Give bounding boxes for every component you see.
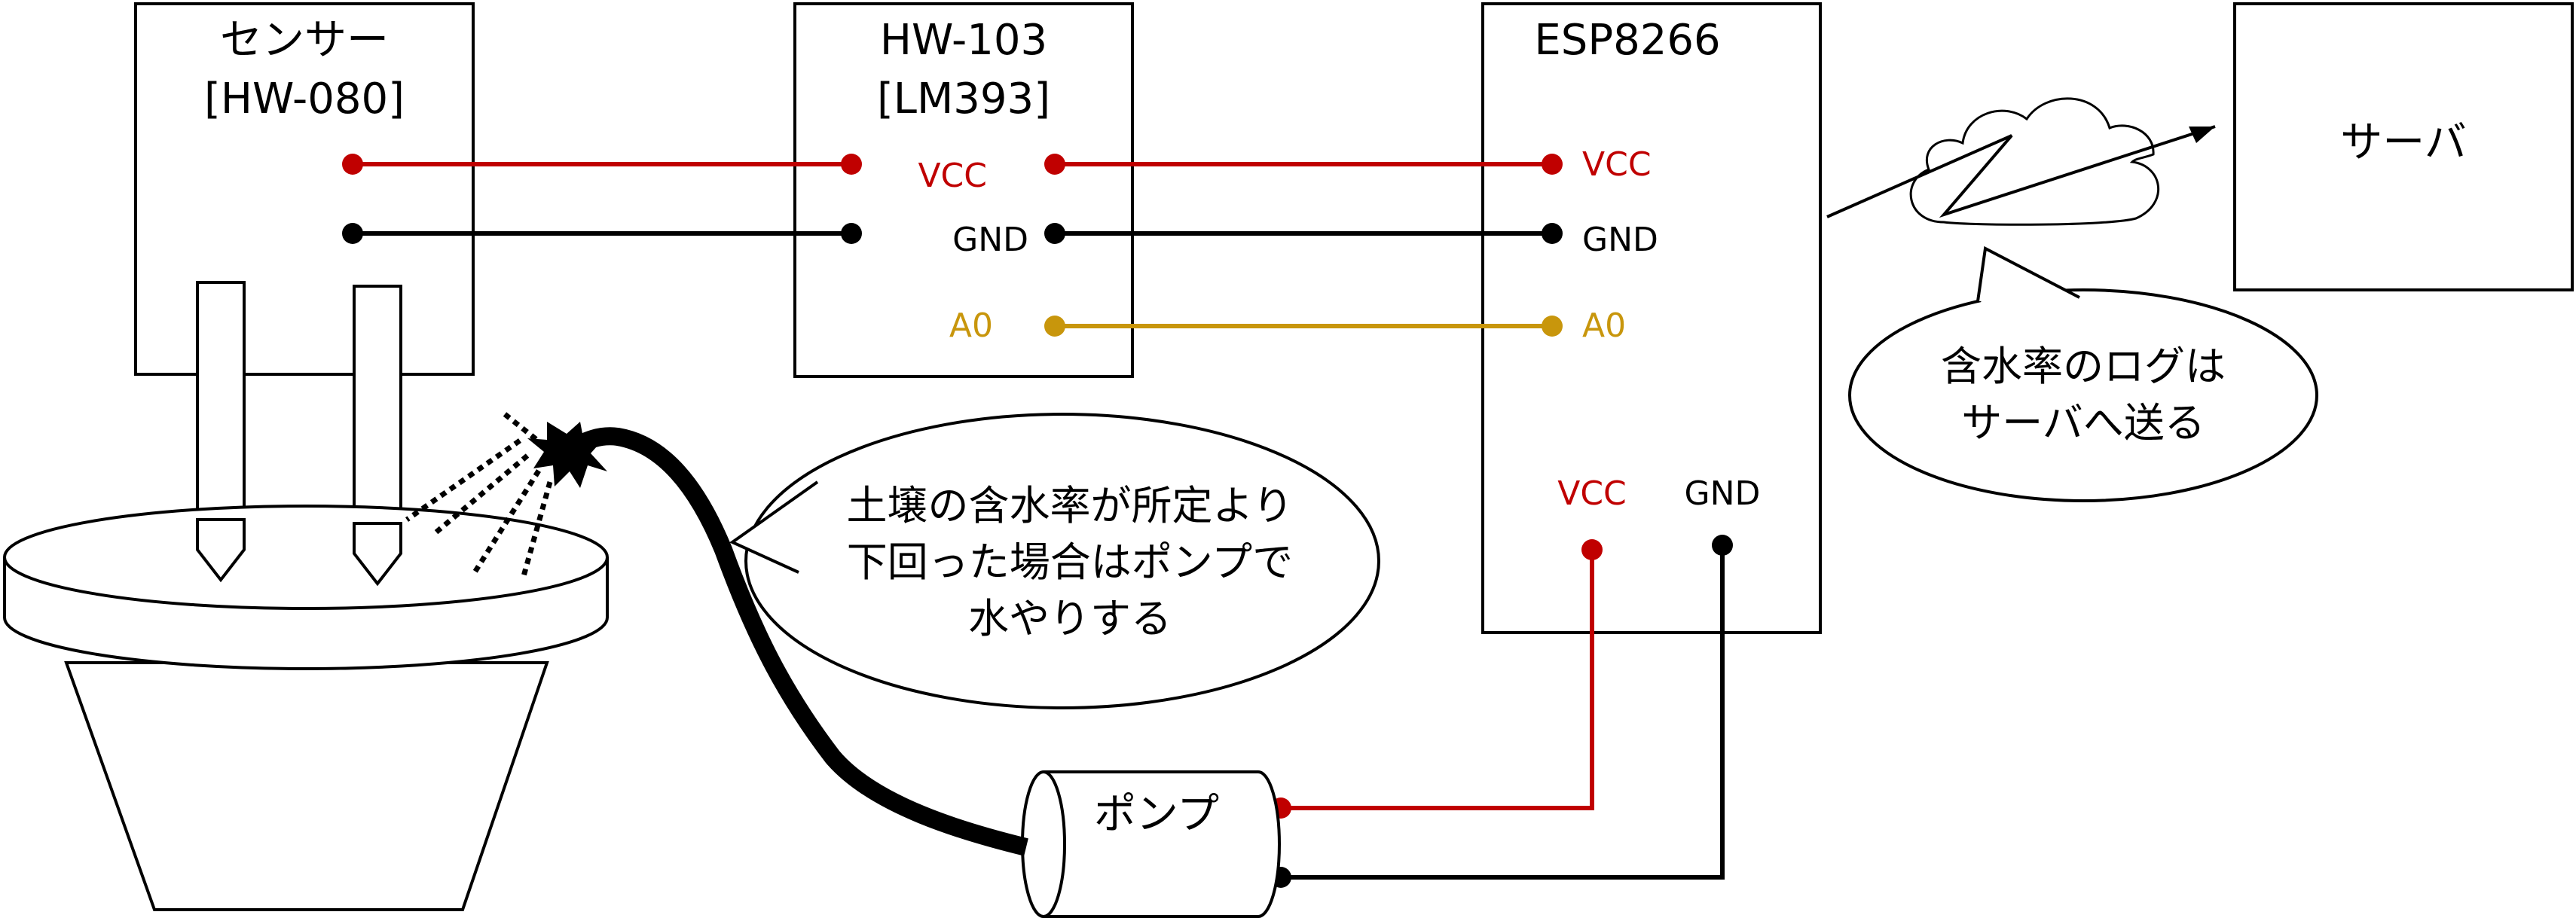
pump-end-cap: [1021, 770, 1066, 918]
wire-module-a0: [1044, 316, 1563, 337]
wire-endpoint: [1542, 223, 1563, 244]
wire-sensor-vcc: [342, 154, 862, 175]
mcu-vcc-label: VCC: [1582, 145, 1652, 184]
pot-body: [64, 661, 549, 911]
wire-endpoint: [342, 223, 363, 244]
wire-module-gnd: [1044, 223, 1563, 244]
wire-module-vcc: [1044, 154, 1563, 175]
sensor-title-line2: [HW-080]: [204, 75, 405, 124]
arrow-head: [2189, 127, 2215, 143]
water-spray-icon: [405, 412, 607, 577]
server-component: サーバ: [2233, 2, 2574, 291]
mcu-box: [1481, 2, 1822, 634]
pump-note-callout: 土壌の含水率が所定より 下回った場合はポンプで 水やりする: [729, 413, 1380, 709]
server-note-line1: 含水率のログは: [1941, 343, 2226, 390]
module-title-line2: [LM393]: [877, 75, 1050, 124]
sensor-title-line1: センサー: [220, 16, 389, 65]
pump-note-line2: 下回った場合はポンプで: [847, 538, 1293, 586]
pump-title: ポンプ: [1094, 790, 1219, 839]
pump-note-line3: 水やりする: [968, 595, 1172, 642]
mcu-gnd-label: GND: [1582, 221, 1658, 259]
plant-pot-icon: [3, 505, 609, 911]
pot-rim-top: [3, 505, 609, 610]
wire-endpoint: [1044, 154, 1065, 175]
wire-endpoint: [841, 154, 862, 175]
mcu-title: ESP8266: [1534, 16, 1720, 65]
sensor-component: センサー [HW-080]: [134, 2, 475, 587]
wire-endpoint: [1581, 539, 1603, 560]
water-hose: [562, 427, 1028, 856]
wire-endpoint: [1044, 223, 1065, 244]
pump-body: [1044, 770, 1281, 918]
module-vcc-label: VCC: [918, 157, 987, 195]
sensor-box: [134, 2, 475, 376]
cloud-lightning-icon: [1826, 97, 2216, 226]
mcu-component: ESP8266 VCC GND A0 VCC GND: [1481, 2, 1822, 634]
module-box: [793, 2, 1134, 378]
cloud-shape: [1909, 97, 2159, 226]
mcu-bottom-vcc-label: VCC: [1557, 474, 1627, 513]
mcu-bottom-gnd-label: GND: [1685, 474, 1761, 513]
module-gnd-label: GND: [952, 221, 1028, 259]
server-note-line2: サーバへ送る: [1961, 399, 2205, 447]
server-title: サーバ: [2340, 118, 2466, 167]
module-component: HW-103 [LM393] VCC GND A0: [793, 2, 1134, 378]
wire-endpoint: [1542, 316, 1563, 337]
pump-note-line1: 土壌の含水率が所定より: [847, 482, 1294, 529]
sensor-probe-left-tip: [196, 518, 246, 583]
wire-endpoint: [342, 154, 363, 175]
sensor-probe-right-tip: [353, 522, 402, 587]
mcu-a0-label: A0: [1582, 306, 1626, 345]
wire-sensor-gnd: [342, 223, 862, 244]
server-note-callout: 含水率のログは サーバへ送る: [1848, 245, 2318, 502]
server-box: [2233, 2, 2574, 291]
pump-component: ポンプ: [1021, 770, 1281, 918]
spray-burst: [527, 422, 607, 488]
wire-endpoint: [1044, 316, 1065, 337]
wire-endpoint: [841, 223, 862, 244]
lightning-line: [1826, 125, 2216, 218]
module-a0-label: A0: [949, 306, 993, 345]
module-title-line1: HW-103: [880, 16, 1047, 65]
wire-endpoint: [1542, 154, 1563, 175]
wire-endpoint: [1712, 535, 1733, 556]
